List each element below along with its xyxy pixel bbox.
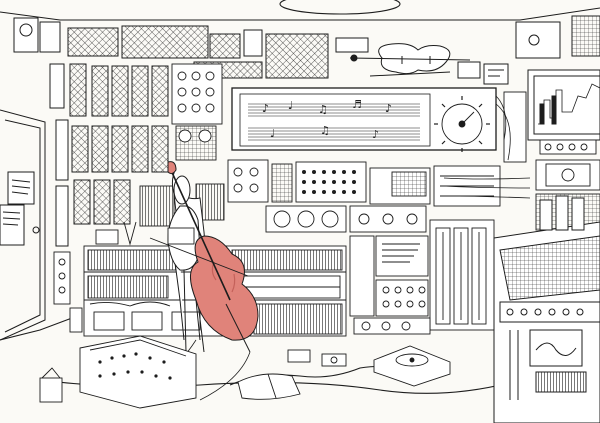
vertical-rack-modules xyxy=(49,63,169,247)
note: ♫ xyxy=(320,124,330,137)
knob-panel xyxy=(171,63,223,161)
score-notes: ♪ ♩ ♫ ♬ ♪ ♩ ♫ ♪ xyxy=(262,98,392,141)
right-console xyxy=(493,195,600,423)
lower-center-panels xyxy=(349,219,495,335)
floor-items xyxy=(39,335,451,409)
note: ♪ xyxy=(262,102,269,115)
note: ♩ xyxy=(270,127,275,140)
dial-circle xyxy=(434,96,490,152)
note: ♬ xyxy=(352,98,362,111)
graph-monitor xyxy=(527,69,600,141)
door xyxy=(0,109,46,341)
top-left-speakers xyxy=(13,17,329,79)
cello xyxy=(149,161,259,353)
central-rack xyxy=(139,159,501,233)
note: ♪ xyxy=(372,128,379,141)
note: ♪ xyxy=(385,102,392,115)
staff-lines xyxy=(248,103,420,141)
music-score-display: ♪ ♩ ♫ ♬ ♪ ♩ ♫ ♪ xyxy=(231,87,497,152)
note: ♩ xyxy=(288,99,293,112)
top-right-equipment xyxy=(335,15,600,85)
note: ♫ xyxy=(318,103,328,116)
violin-on-wall xyxy=(349,43,471,77)
left-wall-items xyxy=(53,221,195,333)
